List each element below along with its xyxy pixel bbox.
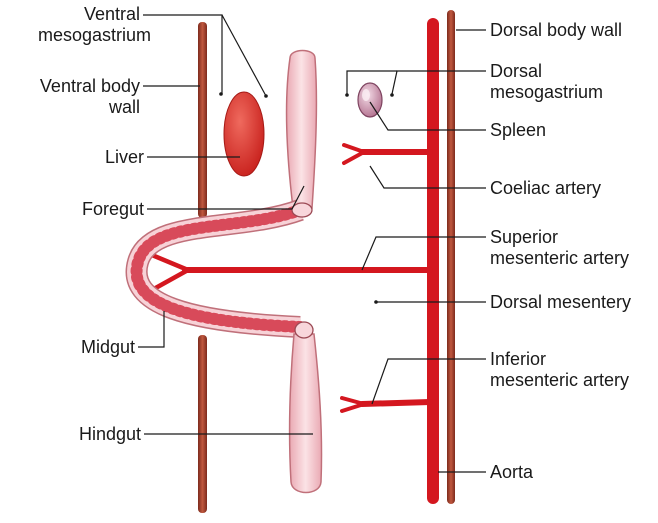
ventral-mesogastrium-label-line1: Ventral — [38, 4, 140, 25]
ventral-mesogastrium-label-line2: mesogastrium — [38, 25, 140, 46]
ventral-body-wall-label-line1: Ventral body — [20, 76, 140, 97]
foregut-label: Foregut — [40, 199, 144, 220]
inferior-mesenteric-artery-label: Inferior mesenteric artery — [490, 349, 629, 391]
superior-mesenteric-artery-label: Superior mesenteric artery — [490, 227, 629, 269]
liver — [224, 92, 264, 176]
spleen-label: Spleen — [490, 120, 546, 141]
dorsal-mesogastrium-label-line2: mesogastrium — [490, 82, 603, 103]
liver-label: Liver — [40, 147, 144, 168]
superior-mesenteric-artery — [152, 255, 430, 290]
dorsal-mesogastrium-label-line1: Dorsal — [490, 61, 603, 82]
dorsal-body-wall — [447, 10, 455, 504]
ventral-body-wall-upper — [198, 22, 207, 218]
inferior-mesenteric-artery-label-line2: mesenteric artery — [490, 370, 629, 391]
foregut-midgut-junction — [292, 203, 312, 217]
ventral-body-wall-lower — [198, 335, 207, 513]
inferior-mesenteric-artery — [342, 398, 430, 411]
hindgut-tube — [290, 334, 322, 493]
spleen-highlight — [362, 89, 370, 101]
dorsal-mesentery-label: Dorsal mesentery — [490, 292, 631, 313]
dorsal-body-wall-label: Dorsal body wall — [490, 20, 622, 41]
ventral-body-wall-label-line2: wall — [20, 97, 140, 118]
ventral-mesogastrium-label: Ventral mesogastrium — [38, 4, 140, 46]
superior-mesenteric-artery-label-line1: Superior — [490, 227, 629, 248]
spleen — [358, 83, 382, 117]
coeliac-artery-label: Coeliac artery — [490, 178, 601, 199]
aorta-label: Aorta — [490, 462, 533, 483]
hindgut-label: Hindgut — [30, 424, 141, 445]
dorsal-mesogastrium-label: Dorsal mesogastrium — [490, 61, 603, 103]
inferior-mesenteric-artery-label-line1: Inferior — [490, 349, 629, 370]
superior-mesenteric-artery-label-line2: mesenteric artery — [490, 248, 629, 269]
midgut-hindgut-junction — [295, 322, 313, 338]
ventral-body-wall-label: Ventral body wall — [20, 76, 140, 118]
aorta — [427, 18, 439, 504]
foregut-tube — [286, 51, 316, 209]
coeliac-artery — [344, 145, 430, 163]
midgut-label: Midgut — [30, 337, 135, 358]
